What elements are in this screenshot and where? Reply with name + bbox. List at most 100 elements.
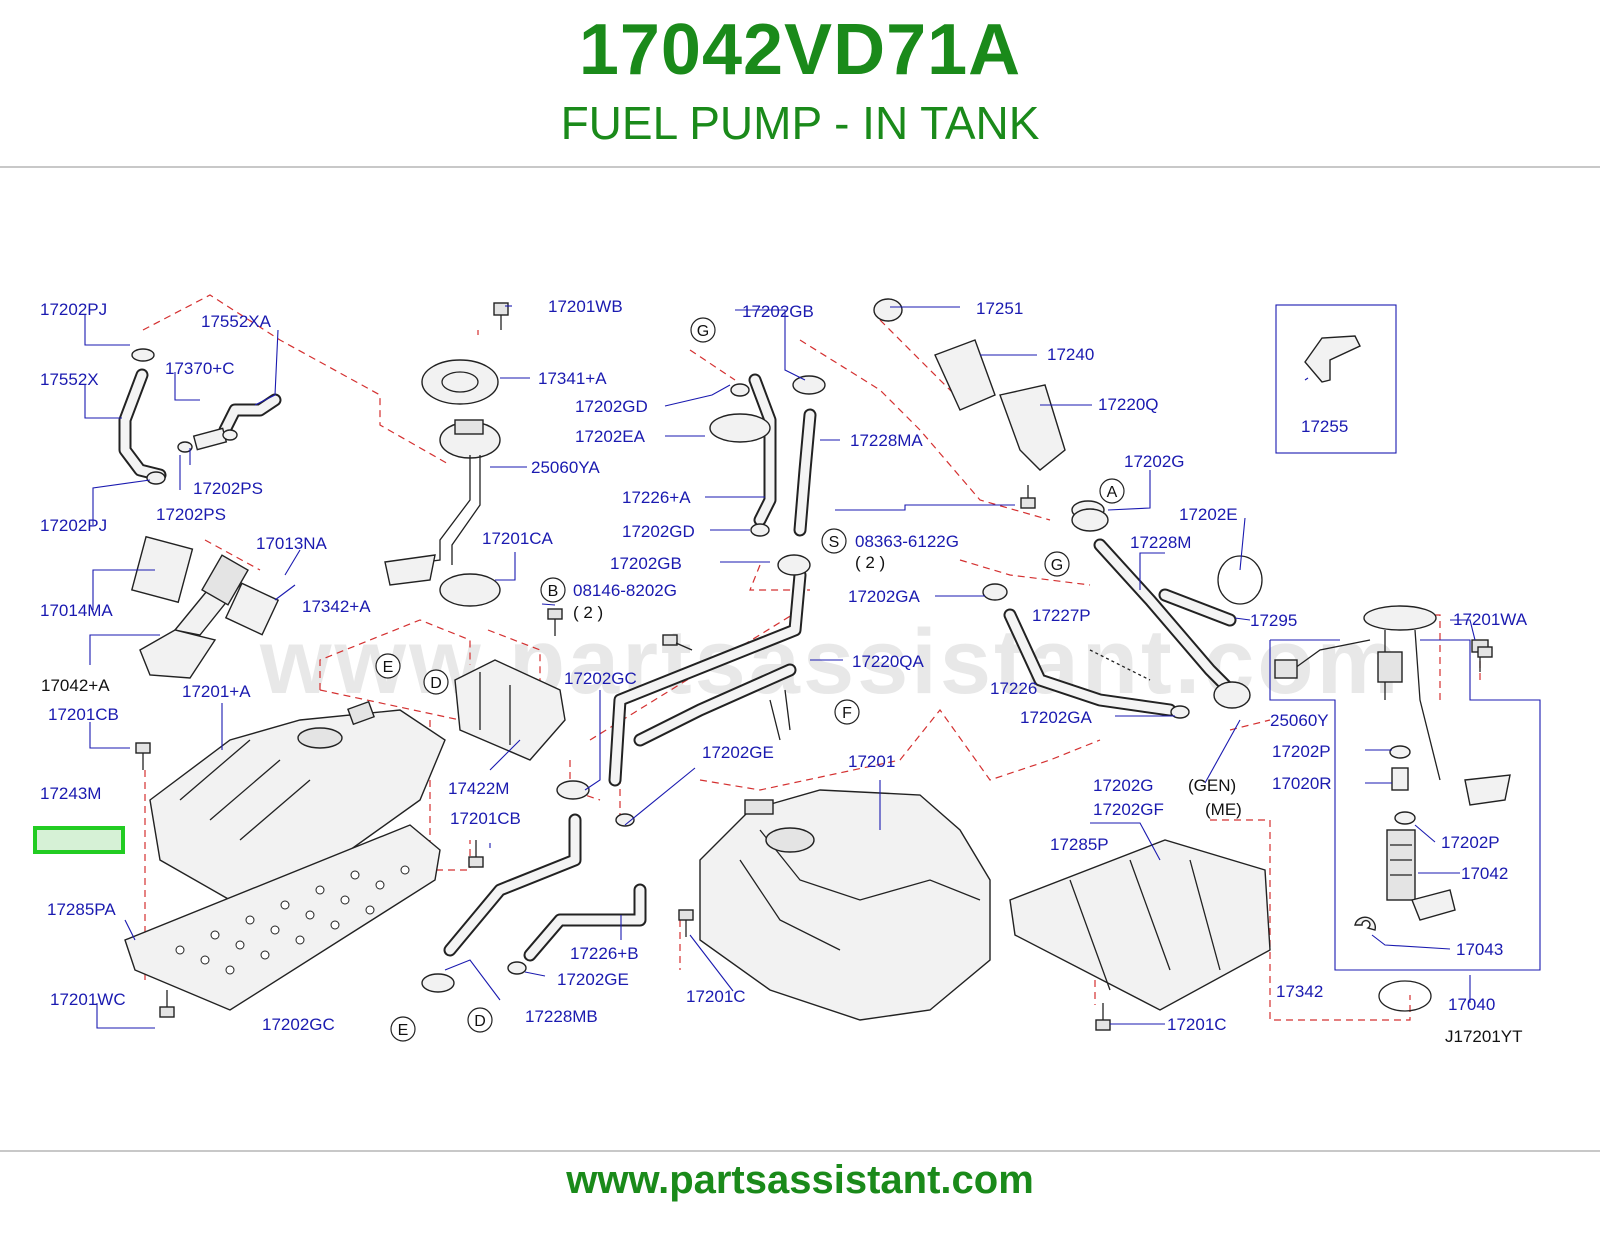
- highlight-selected-part[interactable]: [33, 826, 125, 854]
- label-17240: 17240: [1047, 345, 1094, 364]
- label-08146-8202g: 08146-8202G: [573, 581, 677, 600]
- label-08363-6122g: 08363-6122G: [855, 532, 959, 551]
- label-17201ca: 17201CA: [482, 529, 554, 548]
- label-17042: 17042: [1461, 864, 1508, 883]
- leader-lines: [84, 305, 1476, 1029]
- callout-markers: G A S B G E D F E D: [375, 317, 1125, 1042]
- label-17220qa: 17220QA: [852, 652, 924, 671]
- label-17201c: 17201C: [686, 987, 746, 1006]
- label-17226: 17226: [990, 679, 1037, 698]
- svg-text:G: G: [697, 323, 709, 340]
- label-17202gc-b: 17202GC: [564, 669, 637, 688]
- label-17341a: 17341+A: [538, 369, 607, 388]
- label-17202ea: 17202EA: [575, 427, 646, 446]
- svg-text:D: D: [474, 1013, 486, 1030]
- clip-17255: [1304, 335, 1361, 383]
- svg-text:S: S: [829, 534, 840, 551]
- svg-text:A: A: [1107, 484, 1118, 501]
- fuel-pump-left: [130, 535, 280, 679]
- filler-neck-group: [873, 298, 1263, 719]
- skid-plate-left: [124, 824, 441, 1011]
- label-17202gb: 17202GB: [742, 302, 814, 321]
- label-17202ps-b: 17202PS: [156, 505, 226, 524]
- label-17201a: 17201+A: [182, 682, 251, 701]
- label-17228ma: 17228MA: [850, 431, 923, 450]
- label-25060y: 25060Y: [1270, 711, 1329, 730]
- svg-text:D: D: [430, 675, 442, 692]
- fuel-pump-module-right: [1274, 605, 1511, 1012]
- vent-hose-group: [118, 348, 282, 485]
- label-17251: 17251: [976, 299, 1023, 318]
- label-17285p: 17285P: [1050, 835, 1109, 854]
- label-17228m: 17228M: [1130, 533, 1191, 552]
- svg-text:B: B: [548, 583, 559, 600]
- label-17202g-b: 17202G: [1093, 776, 1154, 795]
- diagram-code: J17201YT: [1445, 1027, 1523, 1046]
- label-17040: 17040: [1448, 995, 1495, 1014]
- fuel-sender-unit: [384, 302, 509, 607]
- part-number-title: 17042VD71A: [578, 10, 1022, 90]
- page-header: 17042VD71A FUEL PUMP - IN TANK: [0, 0, 1600, 168]
- label-17202pj: 17202PJ: [40, 300, 107, 319]
- label-17202ga-b: 17202GA: [1020, 708, 1092, 727]
- fuel-tank-left: [149, 700, 446, 901]
- fuel-tank-main: [699, 789, 991, 1021]
- skid-plate-right: [1009, 839, 1271, 1011]
- label-17202ge-b: 17202GE: [557, 970, 629, 989]
- page-subtitle: FUEL PUMP - IN TANK: [560, 97, 1040, 149]
- label-17342a: 17342+A: [302, 597, 371, 616]
- bolts: [135, 485, 1493, 1031]
- label-17202pj-b: 17202PJ: [40, 516, 107, 535]
- part-labels: 17202PJ 17552XA 17552X 17370+C 17202PS 1…: [40, 297, 1528, 1046]
- assembly-outline: [1269, 639, 1541, 971]
- label-17020r: 17020R: [1272, 774, 1332, 793]
- label-17014ma: 17014MA: [40, 601, 113, 620]
- label-17285pa: 17285PA: [47, 900, 116, 919]
- label-17201cb: 17201CB: [48, 705, 119, 724]
- label-17226b: 17226+B: [570, 944, 639, 963]
- label-17295: 17295: [1250, 611, 1297, 630]
- label-qty-2-a: ( 2 ): [573, 603, 603, 622]
- svg-text:E: E: [398, 1022, 409, 1039]
- label-17042a-highlighted: 17042+A: [41, 676, 110, 695]
- label-17226a: 17226+A: [622, 488, 691, 507]
- protector-17422m: [454, 659, 566, 761]
- label-17043: 17043: [1456, 940, 1503, 959]
- svg-text:G: G: [1051, 557, 1063, 574]
- label-17228mb: 17228MB: [525, 1007, 598, 1026]
- label-17013na: 17013NA: [256, 534, 328, 553]
- label-17201c-b: 17201C: [1167, 1015, 1227, 1034]
- label-17202ga: 17202GA: [848, 587, 920, 606]
- label-qty-2-b: ( 2 ): [855, 553, 885, 572]
- svg-text:F: F: [842, 705, 852, 722]
- footer-divider: [0, 1150, 1600, 1152]
- label-17201wb: 17201WB: [548, 297, 623, 316]
- label-17201wc: 17201WC: [50, 990, 126, 1009]
- label-17202gf: 17202GF: [1093, 800, 1164, 819]
- header-divider: [0, 166, 1600, 168]
- label-17552x: 17552X: [40, 370, 99, 389]
- diagram-canvas: G A S B G E D F E D 17202PJ 17552XA 1755…: [40, 294, 1541, 1046]
- label-17201cb-b: 17201CB: [450, 809, 521, 828]
- label-17243m: 17243M: [40, 784, 101, 803]
- label-17202ps: 17202PS: [193, 479, 263, 498]
- label-17201wa: 17201WA: [1453, 610, 1528, 629]
- label-17201: 17201: [848, 752, 895, 771]
- label-25060ya: 25060YA: [531, 458, 600, 477]
- label-17422m: 17422M: [448, 779, 509, 798]
- label-17202gd-b: 17202GD: [622, 522, 695, 541]
- label-me: (ME): [1205, 800, 1242, 819]
- label-17220q: 17220Q: [1098, 395, 1159, 414]
- label-17552xa: 17552XA: [201, 312, 272, 331]
- footer-website-link[interactable]: www.partsassistant.com: [566, 1158, 1034, 1202]
- label-17342: 17342: [1276, 982, 1323, 1001]
- label-17202p: 17202P: [1272, 742, 1331, 761]
- label-17370c: 17370+C: [165, 359, 234, 378]
- label-gen: (GEN): [1188, 776, 1236, 795]
- label-17202p-b: 17202P: [1441, 833, 1500, 852]
- label-17202ge: 17202GE: [702, 743, 774, 762]
- label-17202e: 17202E: [1179, 505, 1238, 524]
- label-17227p: 17227P: [1032, 606, 1091, 625]
- parts-diagram: www.partsassistant.com: [0, 170, 1600, 1170]
- label-17202gb-b: 17202GB: [610, 554, 682, 573]
